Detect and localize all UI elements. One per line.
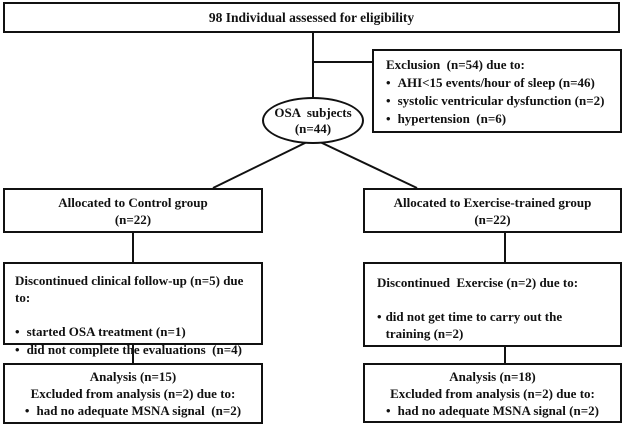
control-discontinued-bullet-2: • did not complete the evaluations (n=4) (15, 342, 242, 357)
control-group-box: Allocated to Control group (n=22) (3, 188, 263, 233)
control-analysis-box: Analysis (n=15) Excluded from analysis (… (3, 363, 263, 424)
connector-osa-to-control (212, 141, 308, 189)
control-group-line1: Allocated to Control group (58, 194, 208, 210)
bullet-icon: • (15, 342, 20, 357)
exclusion-bullet-2: • systolic ventricular dysfunction (n=2) (386, 93, 605, 108)
exercise-discontinued-title: Discontinued Exercise (n=2) due to: (377, 275, 579, 290)
control-discontinued-box: Discontinued clinical follow-up (n=5) du… (3, 262, 263, 357)
control-analysis-line1: Analysis (n=15) (89, 369, 177, 384)
eligibility-box: 98 Individual assessed for eligibility (3, 2, 620, 33)
osa-subjects-ellipse: OSA subjects (n=44) (262, 97, 364, 144)
control-discontinued-title: Discontinued clinical follow-up (n=5) du… (15, 273, 247, 305)
exercise-analysis-line2: Excluded from analysis (n=2) due to: (390, 385, 595, 401)
blank-line (15, 306, 253, 322)
exercise-analysis-line1: Analysis (n=18) (449, 368, 536, 384)
exclusion-bullet-3: • hypertension (n=6) (386, 111, 507, 126)
osa-subjects-line2: (n=44) (294, 120, 332, 136)
bullet-icon: • (15, 324, 20, 339)
bullet-icon: • (24, 403, 30, 418)
control-analysis-bullet: • had no adequate MSNA signal (n=2) (24, 403, 242, 418)
control-group-line2: (n=22) (114, 211, 152, 227)
bullet-icon: • (386, 111, 391, 126)
exercise-group-line2: (n=22) (474, 211, 511, 227)
exercise-analysis-bullet: • had no adequate MSNA signal (n=2) (386, 402, 599, 418)
control-analysis-line2: Excluded from analysis (n=2) due to: (30, 386, 236, 401)
osa-subjects-line1: OSA subjects (274, 104, 352, 120)
exclusion-box: Exclusion (n=54) due to: • AHI<15 events… (372, 49, 622, 133)
exercise-discontinued-box: Discontinued Exercise (n=2) due to: • di… (363, 262, 622, 347)
bullet-icon: • (386, 93, 391, 108)
bullet-icon: • (386, 75, 391, 90)
control-discontinued-bullet-1: • started OSA treatment (n=1) (15, 324, 186, 339)
exclusion-title: Exclusion (n=54) due to: (386, 57, 525, 72)
eligibility-text: 98 Individual assessed for eligibility (208, 10, 415, 25)
exercise-discontinued-bullet-1: • did not get time to carry out the trai… (377, 309, 566, 341)
bullet-icon: • (386, 402, 391, 418)
exercise-group-line1: Allocated to Exercise-trained group (393, 194, 592, 210)
exercise-group-box: Allocated to Exercise-trained group (n=2… (363, 188, 622, 233)
exclusion-bullet-1: • AHI<15 events/hour of sleep (n=46) (386, 75, 595, 90)
blank-line (377, 291, 610, 307)
bullet-icon: • (377, 309, 382, 324)
connector-osa-to-exercise (319, 141, 418, 189)
exercise-analysis-box: Analysis (n=18) Excluded from analysis (… (363, 363, 622, 423)
